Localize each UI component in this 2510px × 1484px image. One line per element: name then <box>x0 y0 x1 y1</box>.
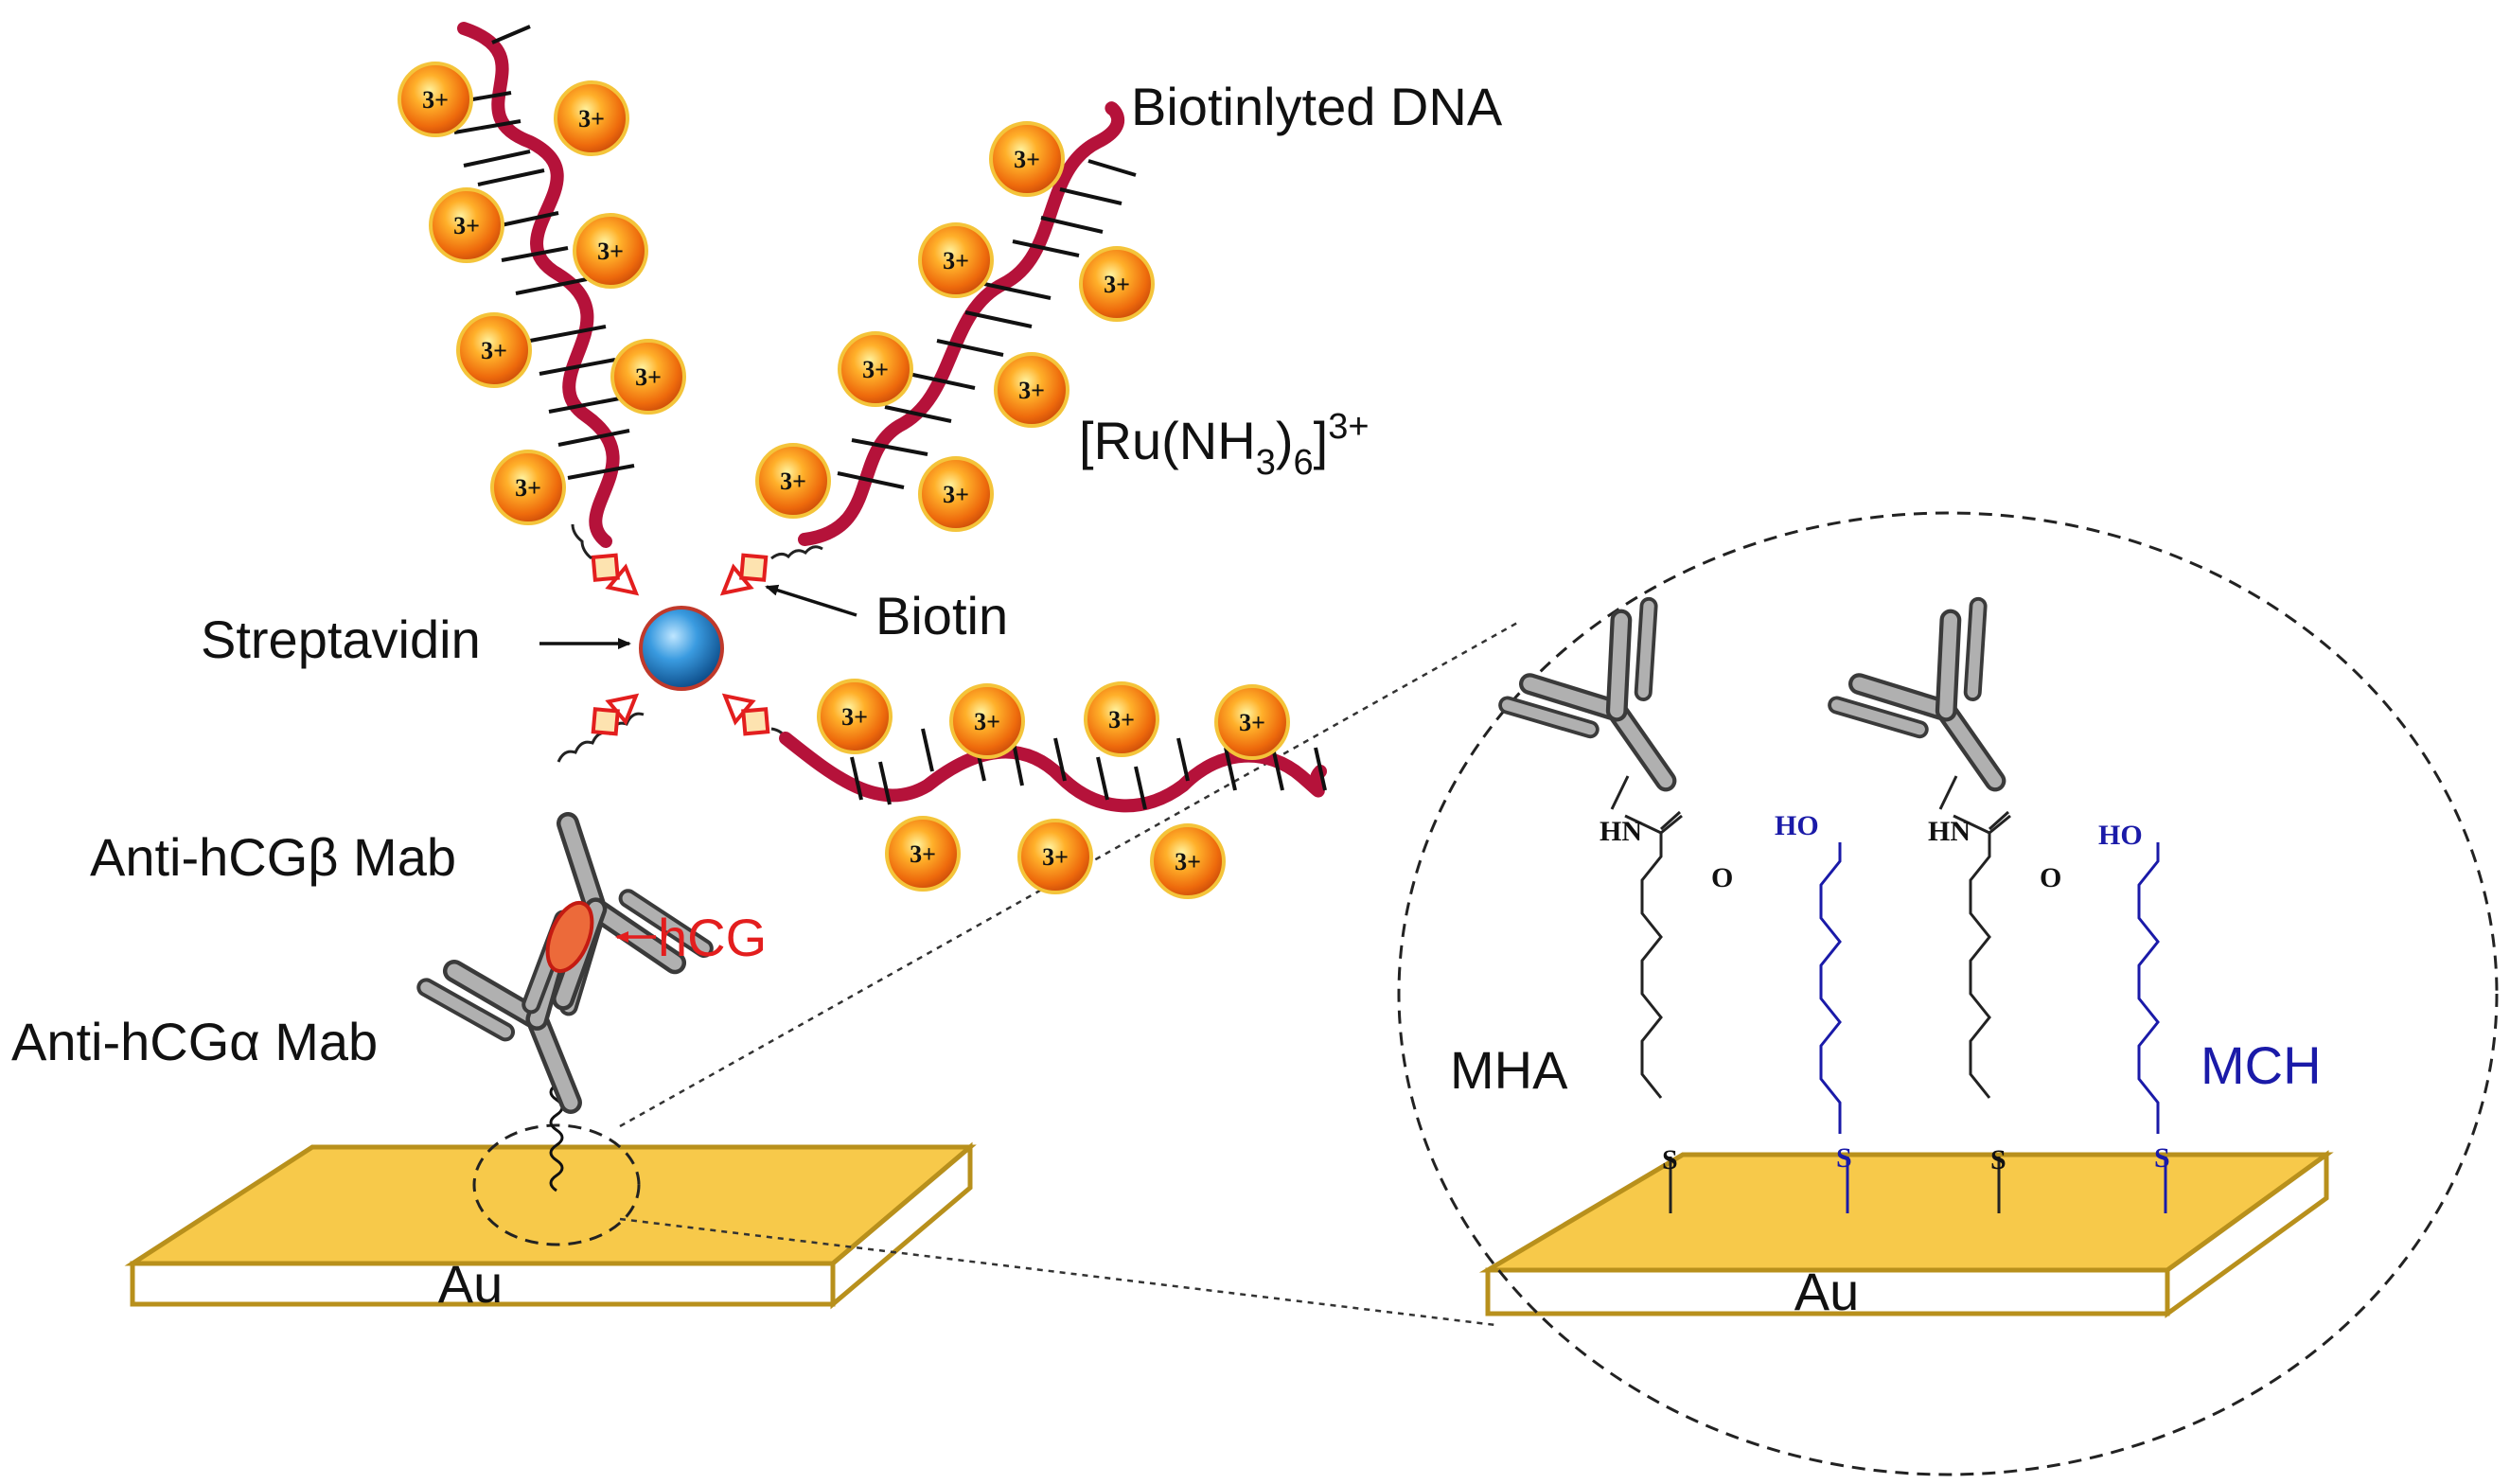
biotin-icon <box>580 542 648 608</box>
ion-charge-label: 3+ <box>1018 377 1045 404</box>
ion-charge-label: 3+ <box>422 86 449 114</box>
arrow-biotin <box>765 584 857 617</box>
ion-icon: 3+ <box>398 62 473 137</box>
mha-molecule <box>1938 775 2011 1213</box>
ion-group: 3+ 3+ 3+ 3+ 3+ 3+ 3+ 3+ 3+ 3+ 3+ 3+ 3+ 3+ 3+ 3+ 3+ 3+ 3+ 3+… <box>398 62 1290 899</box>
mch-molecule <box>2137 842 2167 1213</box>
ion-icon: 3+ <box>1017 819 1093 894</box>
ion-icon: 3+ <box>573 213 648 289</box>
ion-icon: 3+ <box>838 331 913 407</box>
ion-icon: 3+ <box>1079 246 1155 322</box>
chem-hn-1: HN <box>1600 816 1642 847</box>
ion-icon: 3+ <box>554 80 629 156</box>
ion-icon: 3+ <box>1084 681 1159 757</box>
dna-spring <box>770 545 823 560</box>
gold-label-right: Au <box>1794 1262 1860 1321</box>
chem-o-2: O <box>2040 862 2061 893</box>
ion-icon: 3+ <box>918 456 994 532</box>
ion-charge-label: 3+ <box>1108 706 1135 733</box>
ion-icon: 3+ <box>429 187 504 263</box>
zoom-circle-small <box>472 1123 641 1246</box>
chem-s-3: S <box>1836 1142 1852 1174</box>
chem-s-1: S <box>1662 1144 1678 1175</box>
label-ruthenium: [Ru(NH3)6]3+ <box>1079 407 1370 483</box>
dna-icon <box>798 101 1137 546</box>
biotin-icon <box>711 542 779 608</box>
ion-charge-label: 3+ <box>1239 709 1265 736</box>
ion-charge-label: 3+ <box>578 105 605 132</box>
ion-charge-label: 3+ <box>841 703 868 731</box>
ion-charge-label: 3+ <box>515 474 541 502</box>
label-biotinylated-dna: Biotinlyted DNA <box>1131 77 1503 136</box>
ion-icon: 3+ <box>610 339 686 415</box>
streptavidin-icon <box>639 606 724 691</box>
zoom-circle-large <box>1397 511 2499 1476</box>
ion-charge-label: 3+ <box>1014 146 1040 173</box>
ion-icon: 3+ <box>755 443 831 519</box>
chem-s-2: S <box>1990 1144 2006 1175</box>
label-biotin: Biotin <box>875 586 1008 645</box>
ion-charge-label: 3+ <box>597 238 624 265</box>
ion-charge-label: 3+ <box>943 247 969 274</box>
ion-icon: 3+ <box>490 450 566 525</box>
gold-label-left: Au <box>438 1254 504 1314</box>
chem-ho-1: HO <box>1775 810 1819 841</box>
ion-charge-label: 3+ <box>453 212 480 239</box>
ion-charge-label: 3+ <box>943 481 969 508</box>
ion-charge-label: 3+ <box>780 468 806 495</box>
label-anti-alpha: Anti-hCGα Mab <box>11 1012 378 1071</box>
gold-electrode-right <box>1478 1150 2334 1318</box>
dna-icon <box>779 728 1327 813</box>
ion-icon: 3+ <box>1214 684 1290 760</box>
ion-icon: 3+ <box>994 352 1069 428</box>
ion-charge-label: 3+ <box>1175 848 1201 875</box>
ion-charge-label: 3+ <box>1042 843 1069 871</box>
label-streptavidin: Streptavidin <box>201 610 481 669</box>
ion-icon: 3+ <box>989 121 1065 197</box>
label-mha: MHA <box>1450 1040 1568 1100</box>
chem-o-1: O <box>1711 862 1733 893</box>
ion-icon: 3+ <box>1150 823 1226 899</box>
antibody-icon <box>1505 603 1737 831</box>
chem-hn-2: HN <box>1928 816 1971 847</box>
mch-molecule <box>1819 842 1849 1213</box>
antibody-icon <box>424 915 655 1137</box>
ion-icon: 3+ <box>885 816 961 892</box>
ion-icon: 3+ <box>456 312 532 388</box>
hcg-antigen <box>545 900 594 974</box>
ion-icon: 3+ <box>949 683 1025 759</box>
ion-charge-label: 3+ <box>862 356 889 383</box>
mha-molecule <box>1610 775 1683 1213</box>
ion-charge-label: 3+ <box>974 708 1000 735</box>
antibody-icon <box>482 795 706 1009</box>
chem-s-4: S <box>2154 1142 2170 1174</box>
biotin-icon <box>713 681 781 747</box>
ion-icon: 3+ <box>918 222 994 298</box>
ion-charge-label: 3+ <box>1104 271 1130 298</box>
label-hcg: hCG <box>658 908 767 967</box>
ion-charge-label: 3+ <box>635 363 662 391</box>
label-mch: MCH <box>2201 1035 2322 1095</box>
dna-spring <box>571 523 592 560</box>
dna-icon <box>444 22 635 548</box>
gold-electrode-left <box>124 1141 977 1310</box>
ion-icon: 3+ <box>817 679 893 754</box>
label-anti-beta: Anti-hCGβ Mab <box>90 827 456 887</box>
ion-charge-label: 3+ <box>910 840 936 868</box>
chem-ho-2: HO <box>2098 820 2143 851</box>
ion-charge-label: 3+ <box>481 337 507 364</box>
antibody-icon <box>1834 603 2066 831</box>
